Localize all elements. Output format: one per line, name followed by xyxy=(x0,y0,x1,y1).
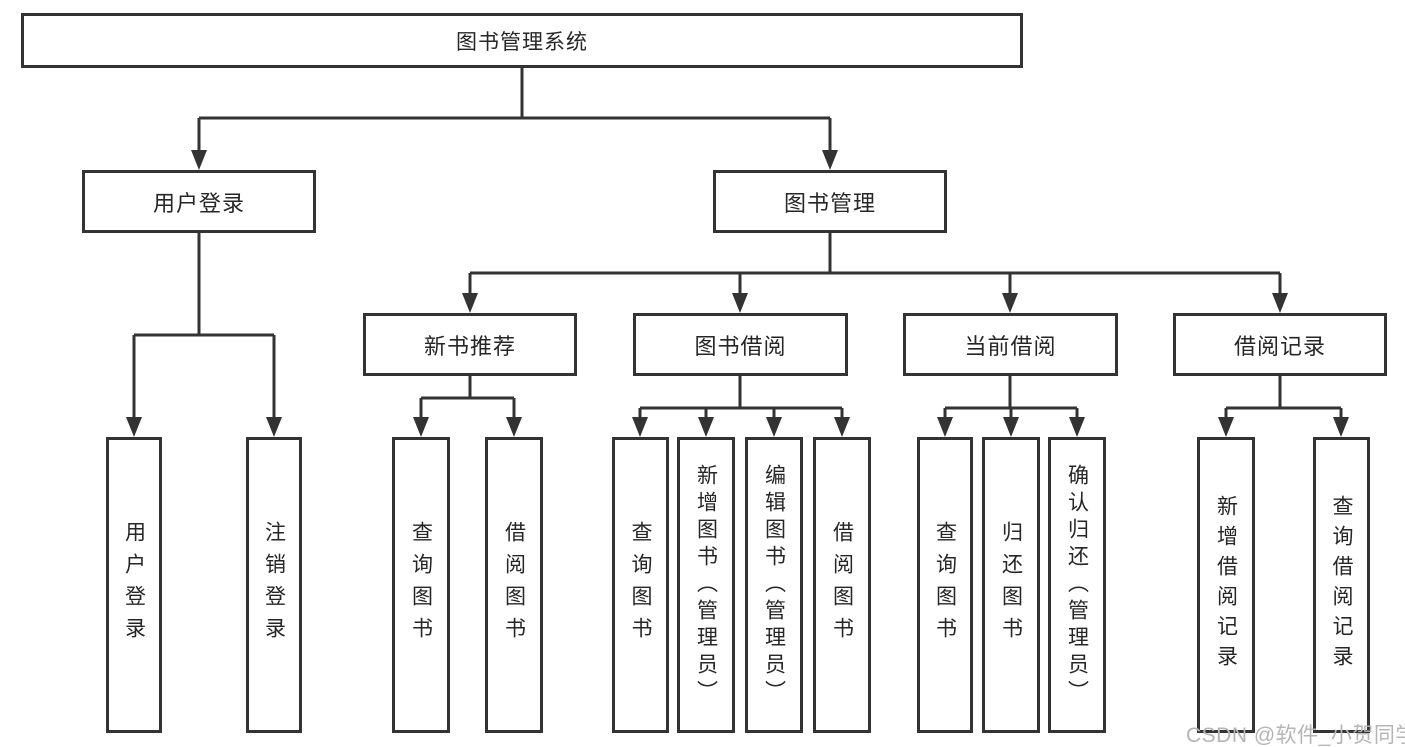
arrowhead xyxy=(937,417,953,437)
node-book-borrow-label: 图书借阅 xyxy=(694,333,787,359)
leaf-add-book-admin-label: 新增图书（管理员） xyxy=(694,463,718,707)
arrowhead xyxy=(1003,417,1019,437)
leaf-query-books-1-label: 查询图书 xyxy=(409,521,433,649)
leaf-logout-label: 注销登录 xyxy=(262,521,286,649)
node-root-system: 图书管理系统 xyxy=(21,13,1023,68)
node-borrow-records: 借阅记录 xyxy=(1173,313,1387,376)
node-borrow-records-label: 借阅记录 xyxy=(1233,333,1326,359)
arrowhead xyxy=(834,417,850,437)
arrowhead xyxy=(766,417,782,437)
leaf-query-books-3-label: 查询图书 xyxy=(933,521,957,649)
leaf-borrow-books-2: 借阅图书 xyxy=(813,437,871,733)
node-new-book-recommend-label: 新书推荐 xyxy=(423,333,516,359)
arrowhead xyxy=(413,417,429,437)
arrowhead xyxy=(698,417,714,437)
leaf-borrow-books-1-label: 借阅图书 xyxy=(502,521,526,649)
leaf-borrow-books-2-label: 借阅图书 xyxy=(830,521,854,649)
node-book-management: 图书管理 xyxy=(713,170,947,233)
node-book-borrow: 图书借阅 xyxy=(633,313,848,376)
leaf-user-login-label: 用户登录 xyxy=(122,521,146,649)
leaf-query-books-3: 查询图书 xyxy=(917,437,973,733)
leaf-edit-book-admin-label: 编辑图书（管理员） xyxy=(762,463,786,707)
arrowhead xyxy=(266,417,282,437)
leaf-query-borrow-record-label: 查询借阅记录 xyxy=(1330,495,1353,675)
node-current-borrow-label: 当前借阅 xyxy=(964,333,1057,359)
leaf-edit-book-admin: 编辑图书（管理员） xyxy=(745,437,803,733)
leaf-query-books-2: 查询图书 xyxy=(612,437,669,733)
arrowhead xyxy=(191,150,207,170)
leaf-query-books-2-label: 查询图书 xyxy=(629,521,652,649)
leaf-add-borrow-record: 新增借阅记录 xyxy=(1197,437,1255,733)
arrowhead xyxy=(1333,417,1349,437)
node-root-system-label: 图书管理系统 xyxy=(456,30,588,54)
arrowhead xyxy=(1218,417,1234,437)
arrowhead xyxy=(462,293,478,313)
leaf-query-borrow-record: 查询借阅记录 xyxy=(1313,437,1370,733)
leaf-confirm-return-admin: 确认归还（管理员） xyxy=(1048,437,1106,733)
csdn-watermark: CSDN @软件_小贺同学 xyxy=(1186,724,1405,747)
leaf-user-login: 用户登录 xyxy=(106,437,162,733)
leaf-confirm-return-admin-label: 确认归还（管理员） xyxy=(1065,463,1089,707)
arrowhead xyxy=(822,150,838,170)
leaf-return-book-label: 归还图书 xyxy=(999,521,1023,649)
arrowhead xyxy=(1069,417,1085,437)
leaf-add-book-admin: 新增图书（管理员） xyxy=(677,437,735,733)
node-book-management-label: 图书管理 xyxy=(783,190,876,216)
arrowhead xyxy=(506,417,522,437)
leaf-add-borrow-record-label: 新增借阅记录 xyxy=(1214,495,1238,675)
arrowhead xyxy=(1002,293,1018,313)
leaf-borrow-books-1: 借阅图书 xyxy=(485,437,543,733)
node-new-book-recommend: 新书推荐 xyxy=(363,313,577,376)
node-user-login: 用户登录 xyxy=(82,170,316,233)
leaf-query-books-1: 查询图书 xyxy=(392,437,450,733)
arrowhead xyxy=(632,417,648,437)
arrowhead xyxy=(126,417,142,437)
leaf-logout: 注销登录 xyxy=(246,437,302,733)
arrowhead xyxy=(1272,293,1288,313)
arrowhead xyxy=(732,293,748,313)
node-user-login-label: 用户登录 xyxy=(152,190,245,216)
node-current-borrow: 当前借阅 xyxy=(903,313,1118,376)
leaf-return-book: 归还图书 xyxy=(982,437,1040,733)
